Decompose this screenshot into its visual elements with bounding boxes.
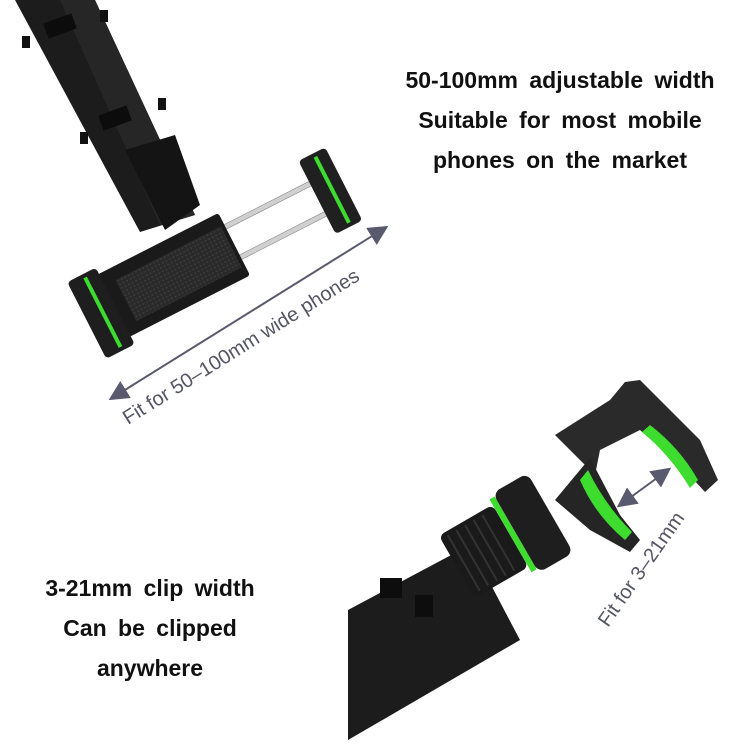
caption-line: phones on the market [433,147,687,173]
phone-width-caption: 50-100mm adjustable width Suitable for m… [380,60,740,180]
caption-line: Can be clipped [63,615,237,641]
caption-line: 50-100mm adjustable width [405,67,715,93]
phone-holder [68,148,361,358]
caption-line: anywhere [96,655,204,681]
clip-width-caption: 3-21mm clip width Can be clipped anywher… [20,568,280,688]
clip-assembly [348,380,718,740]
clip-arrow-icon [616,467,672,508]
caption-line: 3-21mm clip width [45,575,255,601]
caption-line: Suitable for most mobile [418,107,702,133]
width-arrow-icon [108,225,389,401]
mirror-strap-top [15,0,200,232]
